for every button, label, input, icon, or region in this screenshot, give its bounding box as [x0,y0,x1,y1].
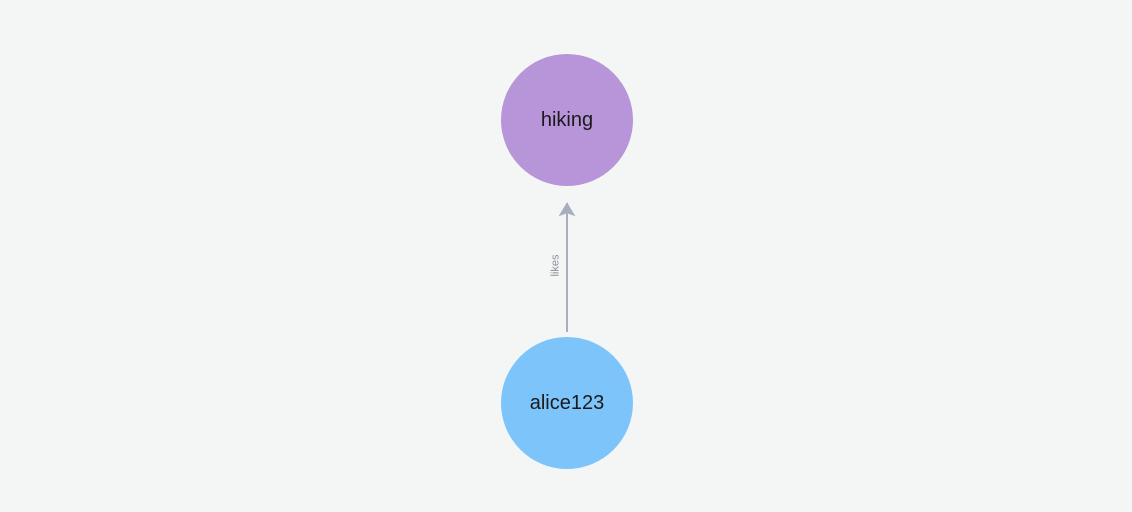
graph-node-label: hiking [540,109,594,131]
edge-label-container: likes [526,250,586,280]
graph-node-hiking[interactable]: hiking [501,54,633,186]
edge-label-likes: likes [549,253,562,277]
graph-node-alice123[interactable]: alice123 [501,337,633,469]
graph-node-label: alice123 [529,392,605,414]
